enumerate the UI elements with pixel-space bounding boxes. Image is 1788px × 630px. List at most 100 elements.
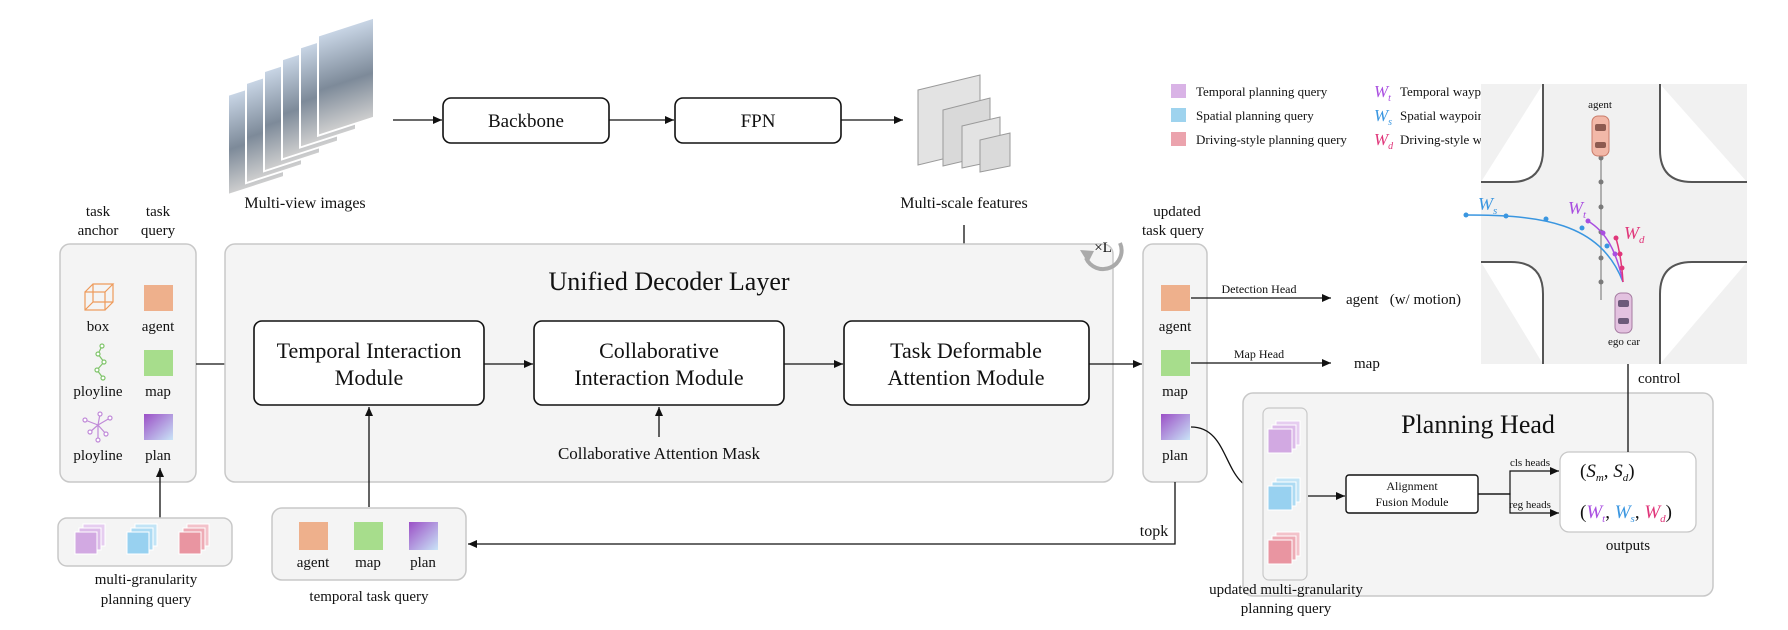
multi-scale-features-icon xyxy=(917,74,1011,173)
mg-planning-query: multi-granularity planning query xyxy=(57,468,233,608)
map-head-label: Map Head xyxy=(1234,347,1284,361)
backbone-box: Backbone xyxy=(442,97,610,144)
reg-heads-label: reg heads xyxy=(1509,499,1551,511)
col2-header-1: task xyxy=(146,204,171,220)
mg-label-1: multi-granularity xyxy=(95,572,198,588)
planning-head: Planning Head Alignment Fusion Module cl… xyxy=(1209,392,1714,617)
agent-output: agent (w/ motion) xyxy=(1346,292,1461,308)
temporal-item-plan: plan xyxy=(410,555,436,571)
row3-anchor: ployline xyxy=(73,448,123,464)
updated-header-2: task query xyxy=(1142,223,1205,239)
waypoint-output: (Wt, Ws, Wd) xyxy=(1580,502,1672,525)
map-output: map xyxy=(1354,356,1380,372)
spatial-stack-icon xyxy=(126,523,158,555)
legend-label-temporal: Temporal planning query xyxy=(1196,84,1328,99)
task-panel: task anchor task query box agent ploylin… xyxy=(59,204,197,483)
col2-header-2: query xyxy=(141,223,176,239)
style-stack-icon xyxy=(178,523,210,555)
updated-mg-label-1: updated multi-granularity xyxy=(1209,582,1363,598)
legend-label-ws: Spatial waypoints xyxy=(1400,108,1493,123)
legend-label-style: Driving-style planning query xyxy=(1196,132,1347,147)
updated-header-1: updated xyxy=(1153,204,1201,220)
decoder-title: Unified Decoder Layer xyxy=(548,267,789,296)
row3-query: plan xyxy=(145,448,171,464)
legend-label-wt: Temporal waypoints xyxy=(1400,84,1506,99)
agent-car-icon xyxy=(1591,115,1610,157)
repeat-label: ×L xyxy=(1094,240,1112,256)
control-label: control xyxy=(1638,371,1681,387)
multi-view-images xyxy=(227,16,375,197)
task-deformable-attention-module: Task Deformable Attention Module xyxy=(843,320,1090,406)
legend-label-spatial: Spatial planning query xyxy=(1196,108,1314,123)
updated-temporal-stack-icon xyxy=(1267,420,1301,454)
fpn-label: FPN xyxy=(741,111,776,132)
temporal-agent-swatch xyxy=(299,522,328,550)
outputs-box: (Sm, Sd) (Wt, Ws, Wd) outputs xyxy=(1559,451,1697,554)
ego-car-label: ego car xyxy=(1608,336,1640,348)
temporal-plan-swatch xyxy=(409,522,438,550)
agent-query-swatch xyxy=(144,285,173,311)
unified-decoder-layer: Unified Decoder Layer ×L Temporal Intera… xyxy=(224,240,1124,483)
repeat-icon: ×L xyxy=(1080,240,1124,272)
updated-map-swatch xyxy=(1161,350,1190,376)
alignment-line2: Fusion Module xyxy=(1375,495,1448,509)
updated-plan-swatch xyxy=(1161,414,1190,440)
collab-line2: Interaction Module xyxy=(574,365,743,390)
features-label: Multi-scale features xyxy=(900,195,1028,212)
legend-wd-symbol: Wd xyxy=(1374,130,1394,152)
collaborative-interaction-module: Collaborative Interaction Module xyxy=(533,320,785,406)
score-output: (Sm, Sd) xyxy=(1580,461,1635,484)
updated-spatial-stack-icon xyxy=(1267,477,1301,511)
updated-task-query: updated task query agent map plan xyxy=(1142,204,1208,483)
agent-car-label: agent xyxy=(1588,99,1612,111)
temporal-task-query: agent map plan temporal task query xyxy=(271,407,467,605)
legend: Temporal planning query Spatial planning… xyxy=(1171,82,1526,152)
legend-swatch-style xyxy=(1171,132,1186,146)
scene-ws-symbol: Ws xyxy=(1478,194,1497,217)
topk-label: topk xyxy=(1140,523,1168,540)
mg-label-2: planning query xyxy=(101,592,192,608)
temporal-item-agent: agent xyxy=(297,555,330,571)
plan-polyline-icon xyxy=(82,411,113,443)
planning-title: Planning Head xyxy=(1401,410,1555,439)
updated-agent-swatch xyxy=(1161,285,1190,311)
images-label: Multi-view images xyxy=(244,195,365,212)
legend-swatch-spatial xyxy=(1171,108,1186,122)
intersection-scene: agent Ws Wt Wd ego car xyxy=(1463,84,1747,364)
ego-car-icon xyxy=(1614,292,1633,334)
map-query-swatch xyxy=(144,350,173,376)
row1-query: agent xyxy=(142,319,175,335)
box-icon xyxy=(84,283,115,311)
mask-label: Collaborative Attention Mask xyxy=(558,444,761,463)
fpn-box: FPN xyxy=(674,97,842,144)
temporal-line1: Temporal Interaction xyxy=(277,338,462,363)
legend-wt-symbol: Wt xyxy=(1374,82,1391,104)
temporal-map-swatch xyxy=(354,522,383,550)
temporal-item-map: map xyxy=(355,555,381,571)
temporal-line2: Module xyxy=(335,365,403,390)
updated-map: map xyxy=(1162,384,1188,400)
backbone-label: Backbone xyxy=(488,111,564,132)
updated-style-stack-icon xyxy=(1267,531,1301,565)
temporal-query-label: temporal task query xyxy=(309,589,429,605)
updated-plan: plan xyxy=(1162,448,1188,464)
updated-mg-label-2: planning query xyxy=(1241,601,1332,617)
row1-anchor: box xyxy=(87,319,110,335)
row2-query: map xyxy=(145,384,171,400)
updated-agent: agent xyxy=(1159,319,1192,335)
collab-line1: Collaborative xyxy=(599,338,719,363)
alignment-fusion-module: Alignment Fusion Module xyxy=(1345,474,1479,514)
col1-header-2: anchor xyxy=(78,223,119,239)
cls-heads-label: cls heads xyxy=(1510,457,1550,469)
temporal-stack-icon xyxy=(74,523,106,555)
polyline-icon xyxy=(94,343,107,381)
temporal-interaction-module: Temporal Interaction Module xyxy=(253,320,485,406)
outputs-label: outputs xyxy=(1606,538,1650,554)
deform-line2: Attention Module xyxy=(887,365,1044,390)
plan-query-swatch xyxy=(144,414,173,440)
row2-anchor: ployline xyxy=(73,384,123,400)
detection-head-label: Detection Head xyxy=(1222,282,1297,296)
scene-wt-symbol: Wt xyxy=(1568,198,1587,221)
legend-ws-symbol: Ws xyxy=(1374,106,1392,128)
